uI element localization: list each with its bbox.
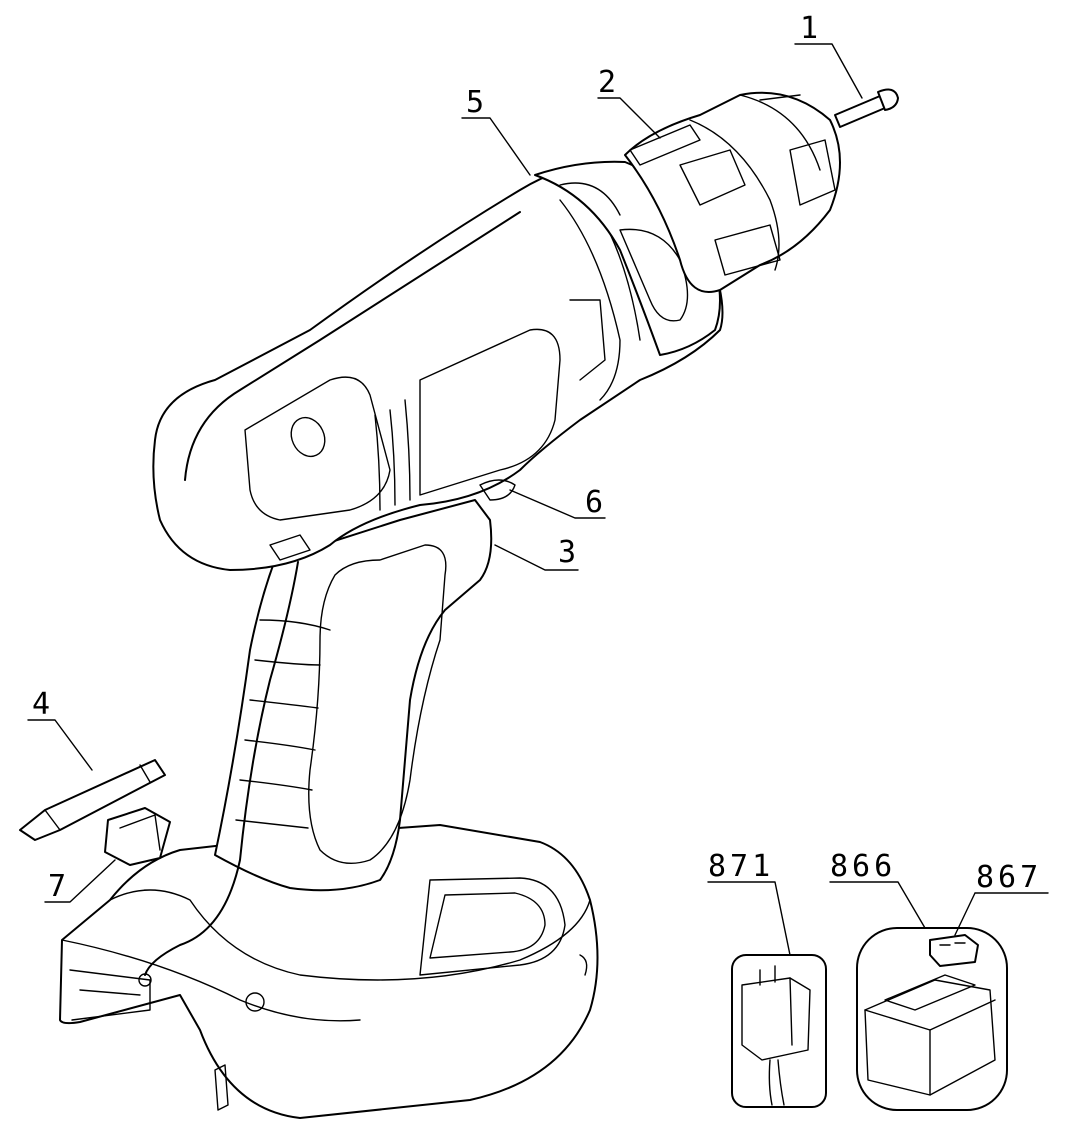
drill-handle xyxy=(138,499,493,987)
bit-holder-part-7 xyxy=(104,807,171,866)
callout-871: 871 xyxy=(708,849,774,884)
callout-labels: 1 2 3 4 5 6 7 871 866 867 xyxy=(32,11,1042,904)
callout-6: 6 xyxy=(585,485,607,520)
drill-housing xyxy=(152,163,724,571)
battery-pack-866 xyxy=(856,927,1008,1111)
terminal-cover-867 xyxy=(929,934,979,967)
callout-3: 3 xyxy=(558,535,580,570)
callout-5: 5 xyxy=(466,85,488,120)
charger-871 xyxy=(731,954,827,1108)
drill-chuck xyxy=(624,91,841,293)
drill-bit-part-1 xyxy=(834,88,899,128)
callout-4: 4 xyxy=(32,687,54,722)
callout-867: 867 xyxy=(976,860,1042,895)
screwdriver-bit-part-4 xyxy=(19,759,166,841)
callout-2: 2 xyxy=(598,65,620,100)
leader-lines xyxy=(27,43,1049,956)
callout-1: 1 xyxy=(800,11,822,46)
callout-7: 7 xyxy=(48,869,70,904)
callout-866: 866 xyxy=(830,849,896,884)
